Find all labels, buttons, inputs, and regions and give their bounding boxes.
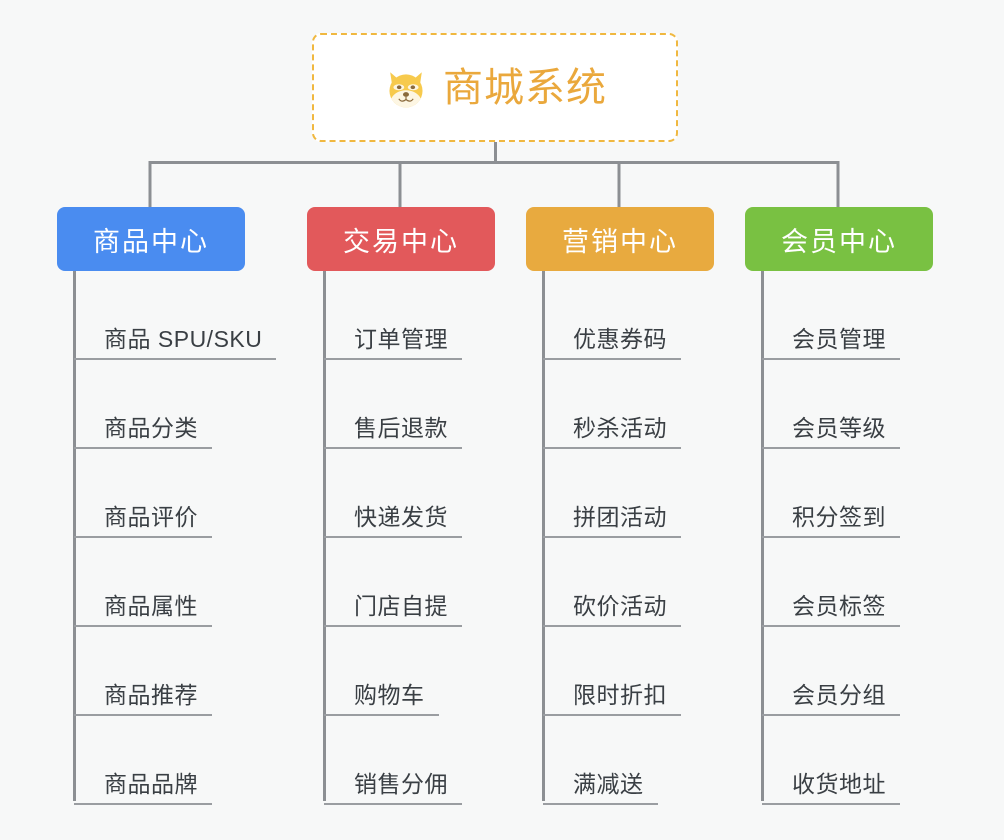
leaf-label: 会员分组 [762,682,900,716]
leaf-label: 商品推荐 [74,682,212,716]
leaf-list-3: 优惠券码 秒杀活动 拼团活动 砍价活动 限时折扣 满减送 [543,271,681,805]
leaf-item[interactable]: 商品属性 [74,538,276,627]
leaf-label: 商品属性 [74,593,212,627]
leaf-item[interactable]: 会员等级 [762,360,900,449]
leaf-label: 收货地址 [762,771,900,805]
leaf-item[interactable]: 订单管理 [324,271,462,360]
leaf-item[interactable]: 商品 SPU/SKU [74,271,277,360]
leaf-label: 门店自提 [324,593,462,627]
leaf-label: 秒杀活动 [543,415,681,449]
leaf-item[interactable]: 会员分组 [762,627,900,716]
leaf-label: 限时折扣 [543,682,681,716]
leaf-list-4: 会员管理 会员等级 积分签到 会员标签 会员分组 收货地址 [762,271,900,805]
leaf-label: 售后退款 [324,415,462,449]
category-header-2-label: 交易中心 [343,226,459,257]
leaf-item[interactable]: 会员标签 [762,538,900,627]
leaf-item[interactable]: 商品评价 [74,449,276,538]
leaf-item[interactable]: 优惠券码 [543,271,681,360]
leaf-label: 满减送 [543,771,658,805]
root-node[interactable]: 商城系统 [312,33,678,142]
leaf-item[interactable]: 积分签到 [762,449,900,538]
leaf-item[interactable]: 拼团活动 [543,449,681,538]
leaf-item[interactable]: 商品推荐 [74,627,276,716]
leaf-list-2: 订单管理 售后退款 快递发货 门店自提 购物车 销售分佣 [324,271,462,805]
leaf-item[interactable]: 秒杀活动 [543,360,681,449]
shiba-dog-face-icon [389,71,423,107]
leaf-label: 会员等级 [762,415,900,449]
root-title: 商城系统 [443,65,607,110]
leaf-item[interactable]: 限时折扣 [543,627,681,716]
category-header-3-label: 营销中心 [562,226,678,257]
leaf-label: 商品品牌 [74,771,212,805]
leaf-item[interactable]: 购物车 [324,627,462,716]
category-header-3[interactable]: 营销中心 [526,207,714,271]
category-header-2[interactable]: 交易中心 [307,207,495,271]
leaf-label: 销售分佣 [324,771,462,805]
leaf-label: 拼团活动 [543,504,681,538]
leaf-list-1: 商品 SPU/SKU 商品分类 商品评价 商品属性 商品推荐 商品品牌 [74,271,277,805]
leaf-label: 商品 SPU/SKU [74,326,277,360]
leaf-label: 商品评价 [74,504,212,538]
leaf-label: 优惠券码 [543,326,681,360]
leaf-item[interactable]: 售后退款 [324,360,462,449]
leaf-item[interactable]: 收货地址 [762,716,900,805]
category-header-1[interactable]: 商品中心 [57,207,245,271]
leaf-item[interactable]: 销售分佣 [324,716,462,805]
leaf-label: 砍价活动 [543,593,681,627]
category-header-4[interactable]: 会员中心 [745,207,933,271]
leaf-item[interactable]: 商品品牌 [74,716,276,805]
leaf-label: 购物车 [324,682,439,716]
leaf-label: 订单管理 [324,326,462,360]
leaf-item[interactable]: 满减送 [543,716,681,805]
leaf-item[interactable]: 快递发货 [324,449,462,538]
leaf-item[interactable]: 会员管理 [762,271,900,360]
leaf-item[interactable]: 门店自提 [324,538,462,627]
leaf-label: 积分签到 [762,504,900,538]
category-header-4-label: 会员中心 [781,226,897,257]
leaf-label: 快递发货 [324,504,462,538]
leaf-label: 商品分类 [74,415,212,449]
leaf-label: 会员管理 [762,326,900,360]
leaf-item[interactable]: 砍价活动 [543,538,681,627]
leaf-label: 会员标签 [762,593,900,627]
category-header-1-label: 商品中心 [93,226,209,257]
leaf-item[interactable]: 商品分类 [74,360,276,449]
